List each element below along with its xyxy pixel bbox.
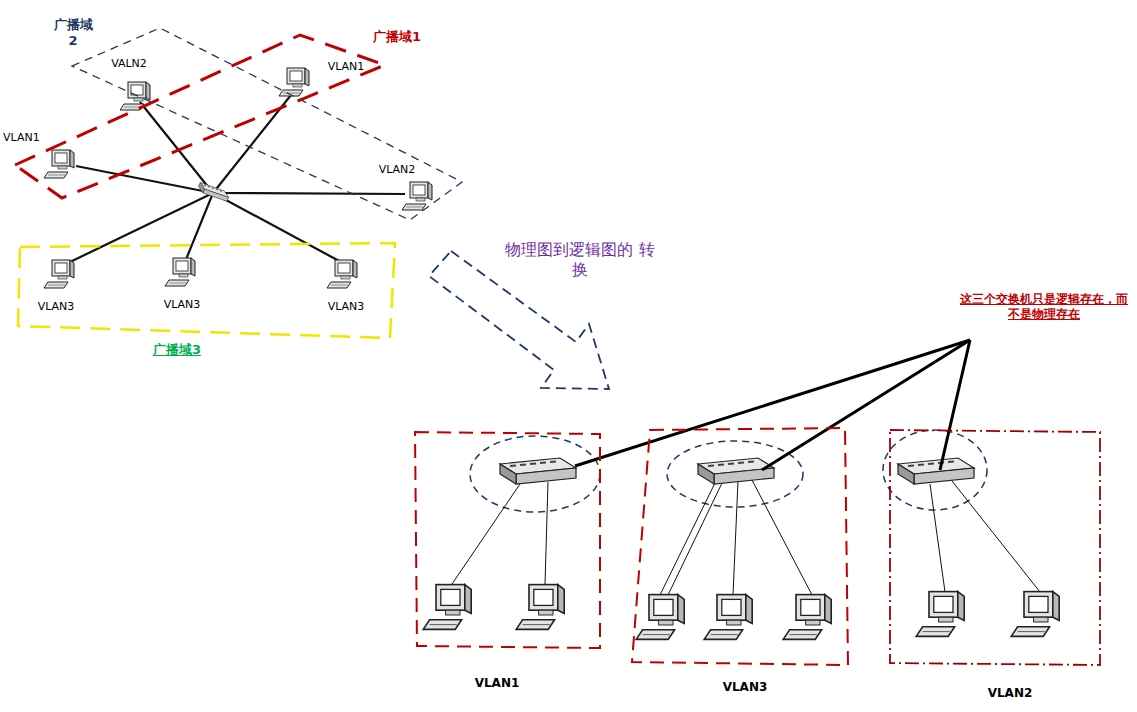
cable <box>140 102 213 193</box>
computer-icon <box>44 260 74 288</box>
switch-ring <box>470 436 600 512</box>
region-outline <box>885 428 1103 668</box>
computer-icon <box>279 68 309 96</box>
leader-line <box>762 340 970 470</box>
computer-icon <box>327 260 357 288</box>
cable <box>668 483 722 595</box>
cable <box>545 482 548 584</box>
region-outline <box>413 430 603 650</box>
vlan-tag: VALN2 <box>106 57 152 71</box>
domain-label: 广播域3 <box>143 342 211 358</box>
leader-line <box>575 340 970 466</box>
switch-symbol <box>500 458 576 484</box>
dashed-border <box>415 432 600 648</box>
cable <box>930 484 945 592</box>
computer-icon <box>916 592 964 637</box>
computer-icon <box>165 258 195 286</box>
vlan-tag: VLAN3 <box>32 300 80 314</box>
cable <box>452 484 520 584</box>
computer-icon <box>704 595 752 640</box>
dashed-border <box>72 28 462 220</box>
vlan-tag: VLAN1 <box>3 131 45 145</box>
computer-icon <box>516 585 564 630</box>
switch-ring <box>667 441 803 507</box>
dashed-border <box>18 243 395 338</box>
domain-label: 广播域 2 <box>50 17 96 50</box>
region-outline <box>628 426 850 668</box>
dashed-border <box>15 35 385 198</box>
broadcast-domain: 广播域1 <box>5 25 430 205</box>
cable <box>660 483 715 595</box>
vlan-tag: VLAN2 <box>376 163 418 177</box>
cable <box>733 481 738 595</box>
cable <box>213 90 295 193</box>
cable <box>70 193 213 262</box>
callout-note: 这三个交换机只是逻辑存在，而不是物理存在 <box>958 292 1130 322</box>
vlan-group: VLAN3 <box>628 426 850 668</box>
computer-icon <box>1011 592 1059 637</box>
vlan-label: VLAN2 <box>975 686 1045 701</box>
cable <box>76 166 213 193</box>
callout-leaders <box>575 340 970 470</box>
vlan-label: VLAN3 <box>710 680 780 695</box>
computer-icon <box>423 585 471 630</box>
vlan-tag: VLAN3 <box>158 298 206 312</box>
logical-cables <box>452 480 1040 595</box>
computer-icon <box>783 595 831 640</box>
computer-icon <box>44 150 74 178</box>
switch-symbol <box>698 458 774 484</box>
domain-label: 广播域1 <box>366 29 428 45</box>
dashed-border <box>890 430 1100 665</box>
vlan-tag: VLAN3 <box>322 300 370 314</box>
cable <box>752 480 812 595</box>
dashed-border <box>632 428 848 665</box>
arrow-caption: 物理图到逻辑图的 转换 <box>503 240 657 280</box>
computer-icon <box>402 182 432 210</box>
vlan-label: VLAN1 <box>462 676 532 691</box>
cable <box>952 481 1040 592</box>
vlan-group: VLAN1 <box>413 430 603 650</box>
cable <box>185 193 213 262</box>
hub-symbol <box>197 180 231 203</box>
region-outline <box>5 25 430 205</box>
switch-ring <box>883 430 987 510</box>
computer-icon <box>636 595 684 640</box>
cable <box>213 193 405 194</box>
vlan-group: VLAN2 <box>885 428 1103 668</box>
vlan-tag: VLAN1 <box>323 60 369 74</box>
cable <box>213 193 341 262</box>
switch-symbol <box>898 458 974 484</box>
leader-line <box>940 340 970 470</box>
